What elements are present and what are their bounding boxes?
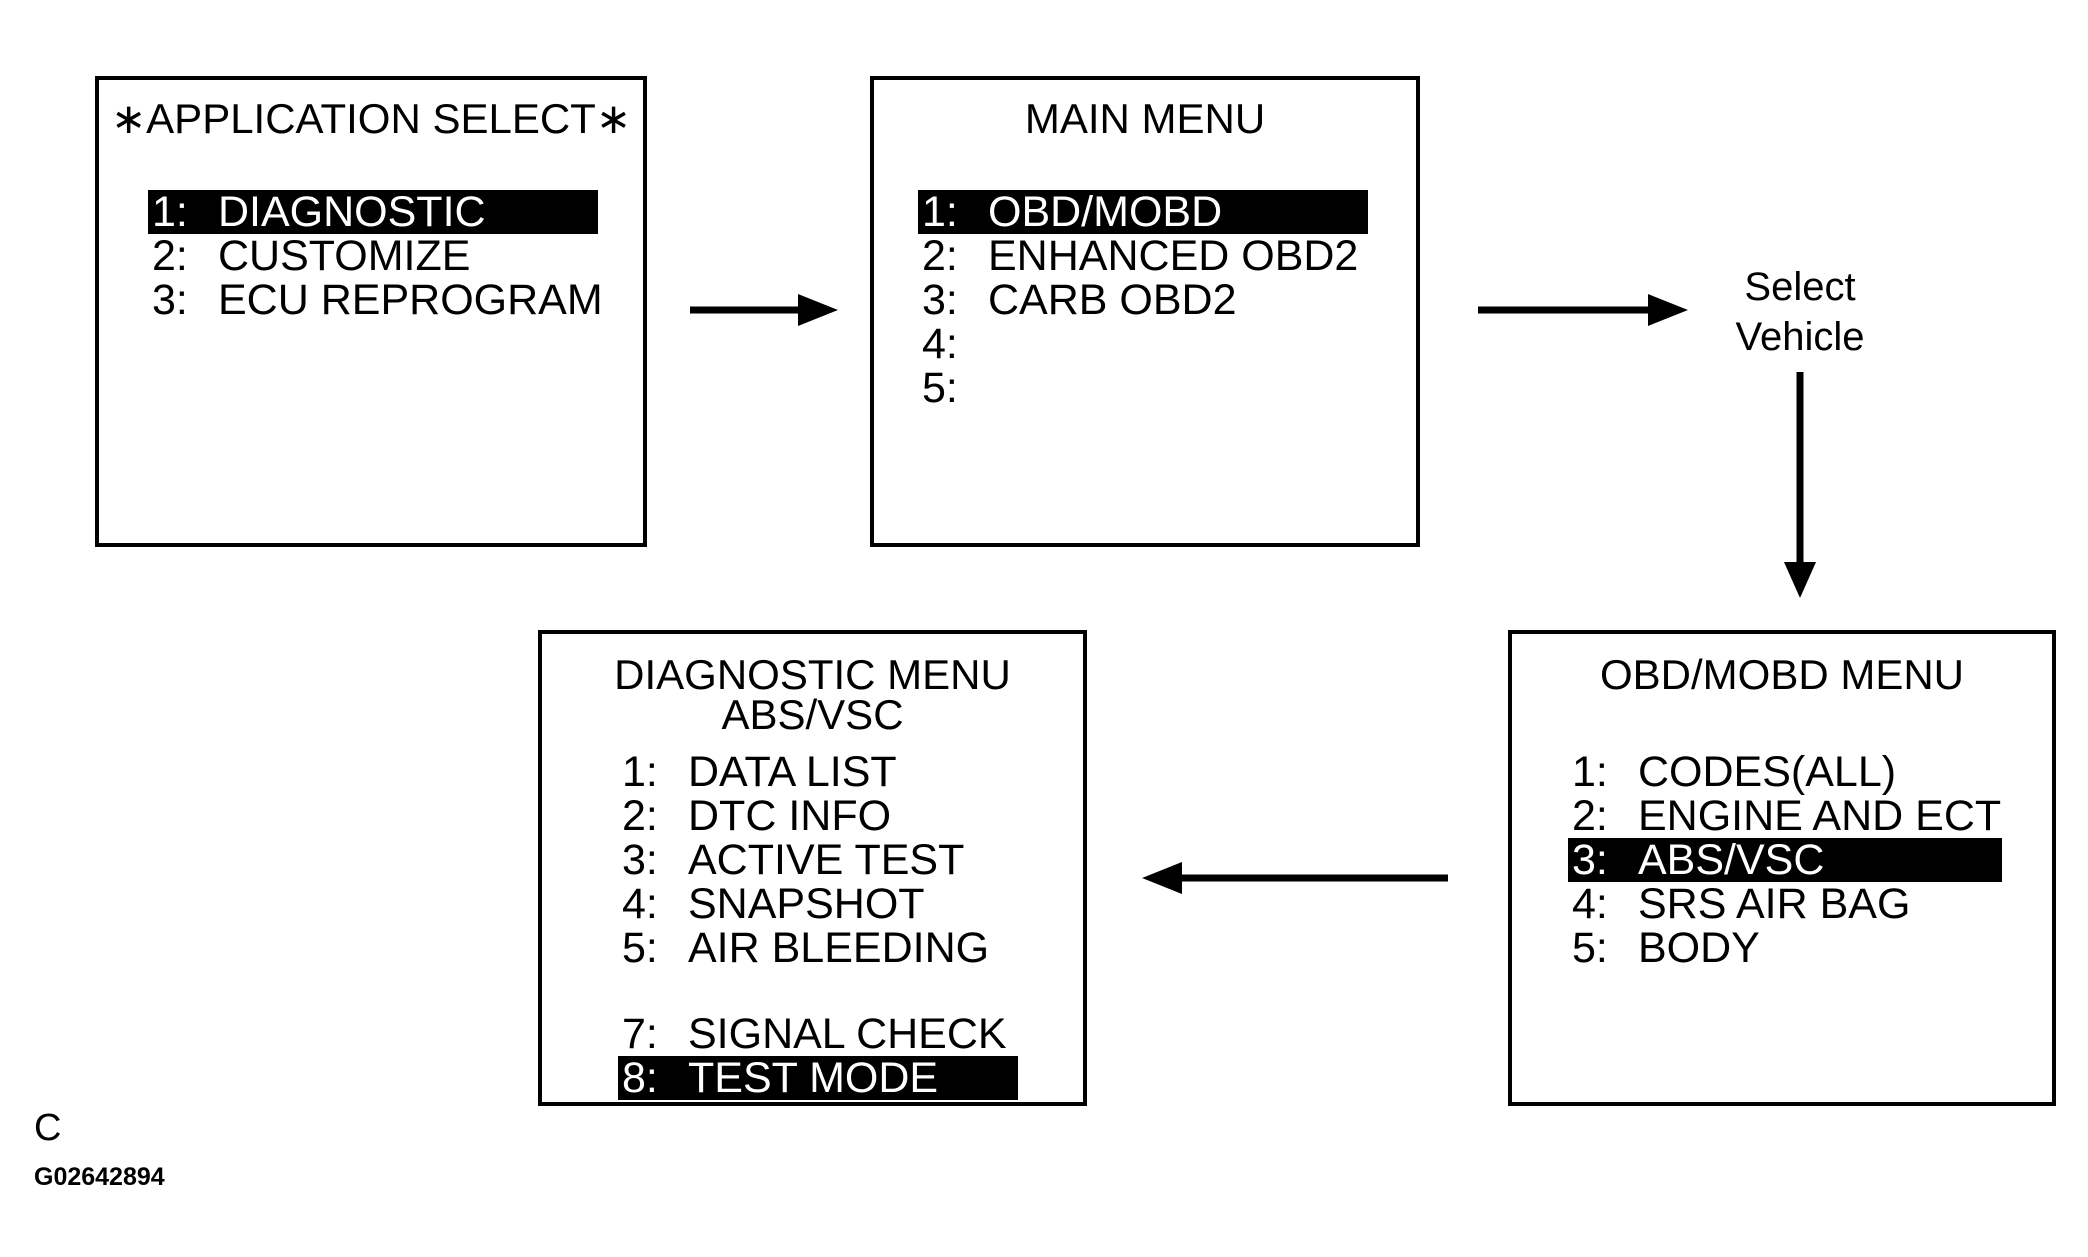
page-letter: C — [34, 1107, 62, 1149]
menu-item-codes-all[interactable]: 1: CODES(ALL) — [1568, 750, 2002, 794]
menu-item-number: 1: — [152, 188, 188, 236]
menu-item-label: TEST MODE — [688, 1054, 939, 1102]
obd-mobd-menu-screen: OBD/MOBD MENU 1: CODES(ALL) 2: ENGINE AND … — [1508, 630, 2056, 1106]
arrow-main-to-select-vehicle — [1478, 294, 1688, 326]
screen-title: DIAGNOSTIC MENU — [614, 651, 1011, 698]
menu-item-number: 5: — [922, 364, 958, 412]
menu-item-active-test[interactable]: 3: ACTIVE TEST — [618, 838, 1018, 882]
menu-item-label: DIAGNOSTIC — [218, 188, 486, 236]
menu-item-number: 1: — [1572, 748, 1608, 796]
menu-item-carb-obd2[interactable]: 3: CARB OBD2 — [918, 278, 1368, 322]
menu-item-number: 7: — [622, 1010, 658, 1058]
menu-item-number: 1: — [622, 748, 658, 796]
diagnostic-menu-screen: DIAGNOSTIC MENU ABS/VSC 1: DATA LIST 2: DT… — [538, 630, 1087, 1106]
menu-item-srs-air-bag[interactable]: 4: SRS AIR BAG — [1568, 882, 2002, 926]
menu-item-label: CODES(ALL) — [1638, 748, 1897, 796]
menu-item-number: 4: — [1572, 880, 1608, 928]
menu-item-number: 8: — [622, 1054, 658, 1102]
menu-item-label: ACTIVE TEST — [688, 836, 965, 884]
menu-item-data-list[interactable]: 1: DATA LIST — [618, 750, 1018, 794]
screen-title: OBD/MOBD MENU — [1599, 651, 1964, 698]
menu-item-label: DATA LIST — [688, 748, 897, 796]
menu-item-label: DTC INFO — [688, 792, 892, 840]
screen-subtitle: ABS/VSC — [721, 691, 904, 738]
menu-list: 1: DATA LIST 2: DTC INFO 3: ACTIVE TEST 4: S… — [618, 750, 1018, 1100]
select-vehicle-line2: Vehicle — [1735, 315, 1865, 359]
menu-item-label: OBD/MOBD — [988, 188, 1223, 236]
menu-item-snapshot[interactable]: 4: SNAPSHOT — [618, 882, 1018, 926]
menu-item-label: ENHANCED OBD2 — [988, 232, 1359, 280]
menu-item-label: SRS AIR BAG — [1638, 880, 1911, 928]
menu-item-label: ABS/VSC — [1638, 836, 1825, 884]
menu-item-number: 2: — [922, 232, 958, 280]
select-vehicle-label: Select Vehicle — [1700, 262, 1900, 362]
menu-item-number: 5: — [622, 924, 658, 972]
menu-item-label: SIGNAL CHECK — [688, 1010, 1007, 1058]
menu-list: 1:CODES(ALL) 2:ENGINE AND ECT 3:ABS/VSC … — [1568, 750, 2002, 970]
menu-item-test-mode[interactable]: 8: TEST MODE — [618, 1056, 1018, 1100]
menu-item-number: 2: — [622, 792, 658, 840]
menu-item-customize[interactable]: 2: CUSTOMIZE — [148, 234, 598, 278]
menu-item-number: 4: — [622, 880, 658, 928]
menu-item-number: 5: — [1572, 924, 1608, 972]
menu-item-label: CARB OBD2 — [988, 276, 1237, 324]
menu-item-signal-check[interactable]: 7: SIGNAL CHECK — [618, 1012, 1018, 1056]
menu-item-diagnostic[interactable]: 1: DIAGNOSTIC — [148, 190, 598, 234]
menu-item-enhanced-obd2[interactable]: 2: ENHANCED OBD2 — [918, 234, 1368, 278]
menu-item-dtc-info[interactable]: 2: DTC INFO — [618, 794, 1018, 838]
menu-item-label: BODY — [1638, 924, 1760, 972]
screen-title: ∗APPLICATION SELECT∗ — [110, 95, 632, 142]
menu-item-number: 2: — [152, 232, 188, 280]
arrow-obd-to-diagnostic — [1142, 862, 1448, 894]
menu-item-number: 2: — [1572, 792, 1608, 840]
select-vehicle-line1: Select — [1744, 265, 1856, 309]
menu-item-ecu-reprogram[interactable]: 3: ECU REPROGRAM — [148, 276, 603, 324]
menu-item-air-bleeding[interactable]: 5: AIR BLEEDING — [618, 926, 1018, 970]
menu-item-label: CUSTOMIZE — [218, 232, 471, 280]
menu-item-5[interactable]: 5: — [918, 366, 1368, 410]
menu-list: 1: DIAGNOSTIC 2: CUSTOMIZE 3: ECU REPROGRAM — [148, 190, 603, 324]
arrow-select-vehicle-down — [1784, 372, 1816, 598]
menu-item-label: ECU REPROGRAM — [218, 276, 603, 324]
menu-item-obd-mobd[interactable]: 1: OBD/MOBD — [918, 190, 1368, 234]
menu-item-label: AIR BLEEDING — [688, 924, 990, 972]
menu-list: 1: OBD/MOBD 2: ENHANCED OBD2 3: CARB OBD2 4… — [918, 190, 1368, 410]
menu-item-number: 3: — [622, 836, 658, 884]
menu-item-number: 1: — [922, 188, 958, 236]
menu-item-body[interactable]: 5: BODY — [1568, 926, 2002, 970]
main-menu-screen: MAIN MENU 1: OBD/MOBD 2: ENHANCED OBD2 3: C… — [870, 76, 1420, 547]
screen-title: MAIN MENU — [1024, 95, 1266, 142]
arrow-app-to-main — [690, 294, 838, 326]
menu-item-label: SNAPSHOT — [688, 880, 925, 928]
menu-item-number: 3: — [1572, 836, 1608, 884]
menu-item-abs-vsc[interactable]: 3: ABS/VSC — [1568, 838, 2002, 882]
menu-item-number: 4: — [922, 320, 958, 368]
application-select-screen: ∗APPLICATION SELECT∗ 1: DIAGNOSTIC 2: CUST… — [95, 76, 647, 547]
menu-item-number: 3: — [152, 276, 188, 324]
menu-item-label: ENGINE AND ECT — [1638, 792, 2002, 840]
menu-item-4[interactable]: 4: — [918, 322, 1368, 366]
menu-item-number: 3: — [922, 276, 958, 324]
figure-code: G02642894 — [34, 1163, 165, 1191]
menu-item-engine-and-ect[interactable]: 2: ENGINE AND ECT — [1568, 794, 2002, 838]
